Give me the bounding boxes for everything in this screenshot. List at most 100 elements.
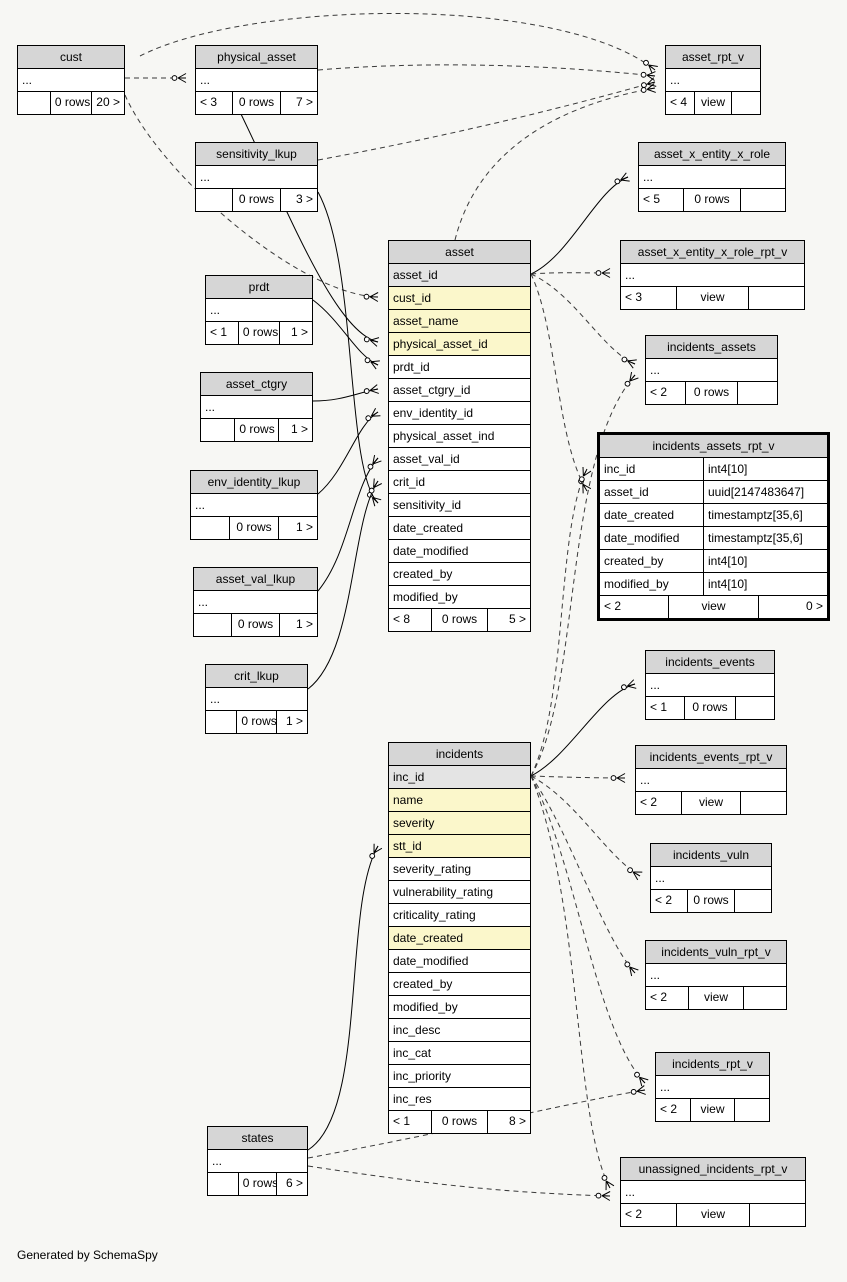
- rel-incidents-incidents_events_rpt_v: [530, 773, 626, 783]
- footer-cell: 1 >: [278, 517, 317, 539]
- table-title-env_identity_lkup[interactable]: env_identity_lkup: [191, 471, 317, 494]
- rel-incidents-incidents_vuln: [530, 775, 643, 881]
- rel-states-unassigned_incidents_rpt_v: [307, 1165, 611, 1201]
- column-name: inc_id: [393, 770, 425, 784]
- column-row-incidents: severity: [389, 812, 530, 835]
- table-title-states[interactable]: states: [208, 1127, 307, 1150]
- table-title-incidents_rpt_v[interactable]: incidents_rpt_v: [656, 1053, 769, 1076]
- table-title-incidents_vuln_rpt_v[interactable]: incidents_vuln_rpt_v: [646, 941, 786, 964]
- footer-cell: 0 rows: [228, 517, 278, 539]
- table-title-incidents_events[interactable]: incidents_events: [646, 651, 774, 674]
- table-title-asset_val_lkup[interactable]: asset_val_lkup: [194, 568, 317, 591]
- footer-cell: 0 rows: [682, 189, 740, 211]
- column-type: timestamptz[35,6]: [703, 504, 827, 526]
- table-title-incidents_assets_rpt_v[interactable]: incidents_assets_rpt_v: [600, 435, 827, 458]
- column-row-incidents: inc_id: [389, 766, 530, 789]
- column-row-cust: ...: [18, 69, 124, 92]
- footer-cell: 1 >: [279, 614, 317, 636]
- table-title-incidents[interactable]: incidents: [389, 743, 530, 766]
- table-title-unassigned_incidents_rpt_v[interactable]: unassigned_incidents_rpt_v: [621, 1158, 805, 1181]
- table-title-asset[interactable]: asset: [389, 241, 530, 264]
- footer-cell: [201, 419, 234, 441]
- table-title-incidents_vuln[interactable]: incidents_vuln: [651, 844, 771, 867]
- table-title-asset_x_entity_x_role[interactable]: asset_x_entity_x_role: [639, 143, 785, 166]
- table-footer-asset_x_entity_x_role: < 5 0 rows: [639, 189, 785, 211]
- column-name: ...: [212, 1154, 223, 1168]
- table-title-asset_ctgry[interactable]: asset_ctgry: [201, 373, 312, 396]
- footer-cell: 8 >: [486, 1111, 530, 1133]
- column-row-incidents: criticality_rating: [389, 904, 530, 927]
- column-row-asset: sensitivity_id: [389, 494, 530, 517]
- column-row-incidents_vuln: ...: [651, 867, 771, 890]
- column-row-asset: physical_asset_ind: [389, 425, 530, 448]
- column-row-incidents: vulnerability_rating: [389, 881, 530, 904]
- rel-asset_ctgry-asset-asset_ctgry_id: [312, 384, 379, 402]
- column-type: int4[10]: [703, 550, 827, 572]
- rel-env_identity_lkup-asset-env_identity_id: [317, 407, 381, 495]
- footer-cell: 20 >: [91, 92, 124, 114]
- column-name: ...: [655, 871, 666, 885]
- column-row-incidents: inc_priority: [389, 1065, 530, 1088]
- column-name: date_created: [604, 508, 675, 522]
- column-type: int4[10]: [703, 458, 827, 480]
- column-name: date_modified: [604, 531, 680, 545]
- table-title-prdt[interactable]: prdt: [206, 276, 312, 299]
- footer-cell: 0 rows: [237, 322, 279, 344]
- column-name: ...: [625, 268, 636, 282]
- column-name: ...: [670, 73, 681, 87]
- table-title-incidents_events_rpt_v[interactable]: incidents_events_rpt_v: [636, 746, 786, 769]
- footer-cell: < 5: [643, 192, 661, 206]
- rel-asset-incidents_assets: [530, 273, 637, 369]
- table-title-sensitivity_lkup[interactable]: sensitivity_lkup: [196, 143, 317, 166]
- column-row-asset: asset_ctgry_id: [389, 379, 530, 402]
- rel-incidents-incidents_assets: [530, 371, 639, 777]
- footer-cell: < 2: [625, 1207, 643, 1221]
- footer-cell: 0 rows: [685, 382, 736, 404]
- column-row-incidents: inc_res: [389, 1088, 530, 1111]
- footer-cell: 0 >: [758, 596, 827, 618]
- column-row-incidents: inc_cat: [389, 1042, 530, 1065]
- column-row-asset: prdt_id: [389, 356, 530, 379]
- footer-cell: view: [694, 92, 730, 114]
- footer-cell: < 3: [200, 95, 218, 109]
- table-title-cust[interactable]: cust: [18, 46, 124, 69]
- footer-cell: view: [675, 287, 748, 309]
- column-row-incidents: date_created: [389, 927, 530, 950]
- column-row-asset: asset_val_id: [389, 448, 530, 471]
- footer-cell: 0 rows: [49, 92, 91, 114]
- footer-cell: [194, 614, 231, 636]
- table-title-crit_lkup[interactable]: crit_lkup: [206, 665, 307, 688]
- column-row-incidents: modified_by: [389, 996, 530, 1019]
- footer-cell: 0 rows: [232, 189, 279, 211]
- footer-cell: [736, 382, 777, 404]
- footer-cell: < 2: [604, 599, 622, 613]
- column-name: ...: [650, 968, 661, 982]
- column-name: severity: [393, 816, 435, 830]
- column-name: ...: [205, 400, 216, 414]
- table-title-asset_x_entity_x_role_rpt_v[interactable]: asset_x_entity_x_role_rpt_v: [621, 241, 804, 264]
- column-name: inc_desc: [393, 1023, 441, 1037]
- column-row-incidents: name: [389, 789, 530, 812]
- footer-cell: 0 rows: [236, 711, 276, 733]
- column-name: ...: [650, 363, 661, 377]
- table-title-physical_asset[interactable]: physical_asset: [196, 46, 317, 69]
- column-type: uuid[2147483647]: [703, 481, 827, 503]
- column-name: ...: [643, 170, 654, 184]
- table-title-incidents_assets[interactable]: incidents_assets: [646, 336, 777, 359]
- footer-cell: 3 >: [279, 189, 317, 211]
- column-row-prdt: ...: [206, 299, 312, 322]
- table-title-asset_rpt_v[interactable]: asset_rpt_v: [666, 46, 760, 69]
